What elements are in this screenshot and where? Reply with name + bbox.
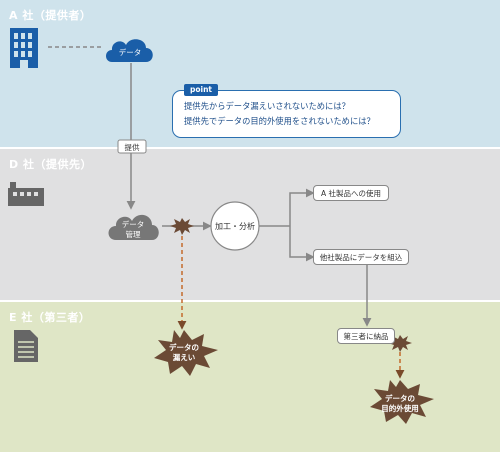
other-product-box: 他社製品にデータを組込 xyxy=(313,249,409,265)
provide-label-box xyxy=(117,139,147,154)
building-icon-company-a xyxy=(10,28,38,68)
company-e-title: E 社（第三者） xyxy=(9,311,91,324)
leak-label-line1: データの xyxy=(169,343,199,352)
company-e-band: E 社（第三者） xyxy=(0,302,500,452)
cloud-d-label-line1: データ xyxy=(121,220,145,229)
company-d-title: D 社（提供先） xyxy=(9,158,92,171)
a-product-box: A 社製品への使用 xyxy=(313,185,389,201)
leak-burst-large xyxy=(154,330,218,376)
cloud-d-shape xyxy=(108,214,159,240)
point-question-2: 提供先でデータの目的外使用をされないためには？ xyxy=(184,116,375,126)
document-icon-company-e xyxy=(14,330,38,362)
point-tag: point xyxy=(184,84,219,96)
misuse-label-line2: 目的外使用 xyxy=(381,404,419,413)
delivery-box: 第三者に納品 xyxy=(337,328,395,344)
point-question-1: 提供先からデータ漏えいされないためには？ xyxy=(184,101,350,111)
cloud-d-label-line2: 管理 xyxy=(125,230,141,239)
factory-icon-company-d xyxy=(8,182,44,206)
company-a-title: A 社（提供者） xyxy=(9,9,92,22)
branch-up-arrow xyxy=(289,188,315,226)
point-callout xyxy=(172,90,401,138)
process-label: 加工・分析 xyxy=(215,222,255,231)
leak-label-line2: 漏えい xyxy=(172,353,196,362)
provide-label: 提供 xyxy=(124,143,140,152)
misuse-label-line1: データの xyxy=(385,394,415,403)
misuse-burst-large xyxy=(370,380,434,424)
leak-burst-small xyxy=(170,218,194,235)
cloud-a-shape xyxy=(106,39,153,62)
branch-down-arrow xyxy=(289,226,315,262)
cloud-a-label: データ xyxy=(118,48,142,57)
